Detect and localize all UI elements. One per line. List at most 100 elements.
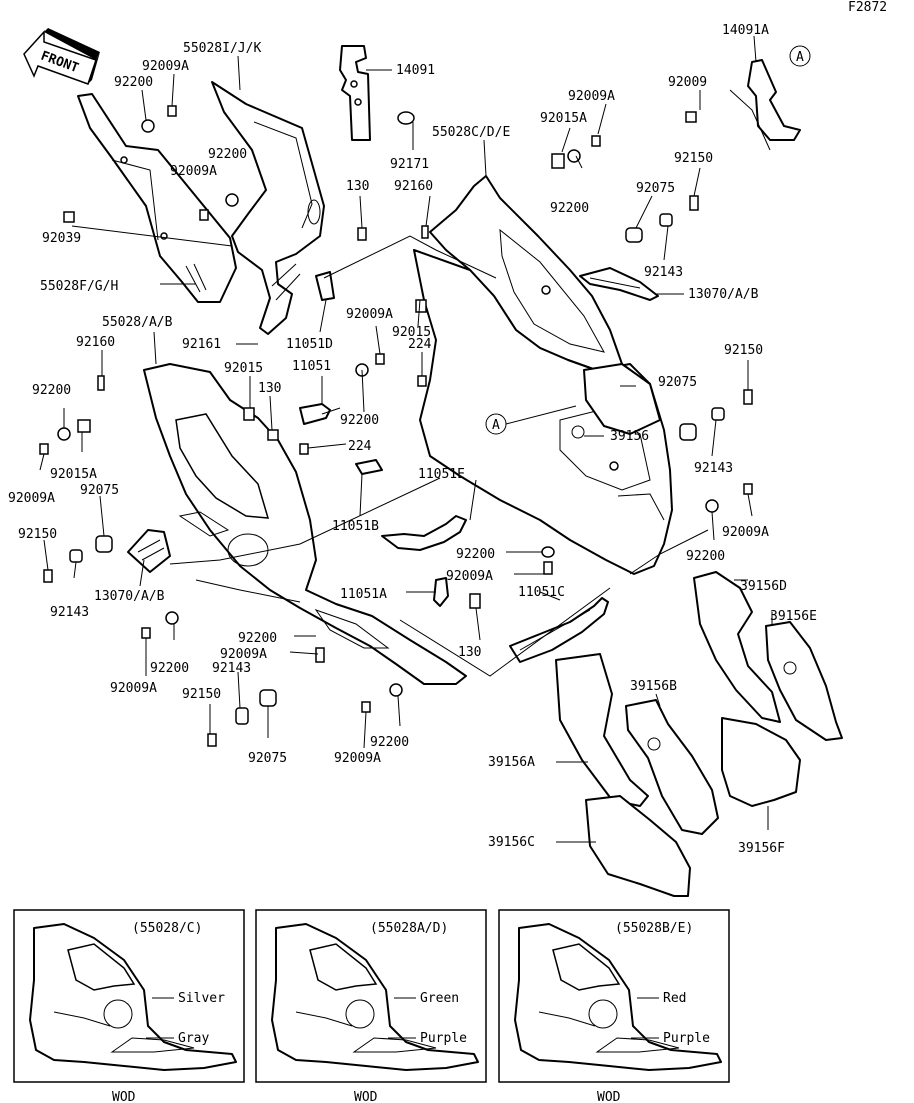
label-11051d: 11051D [286,337,333,352]
label-11051c: 11051C [518,585,565,600]
label-39156b: 39156B [630,679,677,694]
svg-text:A: A [796,50,804,65]
label-39156f: 39156F [738,841,785,856]
leader-lines [39,35,773,843]
label-92143-2: 92143 [694,461,733,476]
label-13070ab-1: 13070/A/B [688,287,759,302]
label-92171: 92171 [390,157,429,172]
label-92009a-2: 92009A [170,164,217,179]
label-92160-1: 92160 [394,179,433,194]
label-224-2: 224 [348,439,372,454]
label-92009a-10: 92009A [334,751,381,766]
label-92075-2: 92075 [658,375,697,390]
upper-cowl [211,81,325,335]
front-arrow-icon: FRONT [23,28,100,85]
label-130-1: 130 [346,179,369,194]
label-224-1: 224 [408,337,432,352]
label-92200-8: 92200 [238,631,277,646]
ref-marker-mid: A [485,405,577,435]
label-92075-1: 92075 [636,181,675,196]
label-92009a-7: 92009A [446,569,493,584]
label-92200-4: 92200 [32,383,71,398]
variant-upper-color: Silver [178,991,225,1006]
label-11051e: 11051E [418,467,465,482]
label-55028ijk: 55028I/J/K [183,41,261,56]
label-92015a-2: 92015A [50,467,97,482]
label-92009a-1: 92009A [142,59,189,74]
side-fairing-55028ab [143,363,467,685]
variant-lower-color: Purple [663,1031,710,1046]
label-92009a-6: 92009A [722,525,769,540]
variant-code: (55028B/E) [615,921,693,936]
figure-code: F2872 [848,0,887,15]
variant-upper-color: Green [420,991,459,1006]
label-39156e: 39156E [770,609,817,624]
label-92015a-1: 92015A [540,111,587,126]
label-55028cde: 55028C/D/E [432,125,510,140]
bracket-11051a [433,577,449,607]
variant-panel-2: (55028A/D) Green Purple WOD [255,909,487,1103]
label-39156: 39156 [610,429,649,444]
label-92009-1: 92009 [668,75,707,90]
upper-inner-panel [77,93,237,303]
variant-panel-3: (55028B/E) Red Purple WOD [498,909,730,1103]
label-92015-1: 92015 [392,325,431,340]
label-130-2: 130 [258,381,281,396]
variant-label: WOD [354,1090,378,1103]
label-92200-3: 92200 [550,201,589,216]
label-92143-3: 92143 [50,605,89,620]
label-11051a: 11051A [340,587,387,602]
side-panel-39156e [765,621,843,741]
fairing-outline-icon [514,923,722,1071]
label-92150-1: 92150 [674,151,713,166]
side-panel-39156d [693,571,781,723]
label-92200-9: 92200 [150,661,189,676]
variant-panel-1: (55028/C) Silver Gray WOD [13,909,245,1103]
bracket-11051c [509,597,609,663]
label-92200-7: 92200 [686,549,725,564]
label-11051: 11051 [292,359,331,374]
label-92200-10: 92200 [370,735,409,750]
svg-text:A: A [492,418,500,433]
variant-code: (55028A/D) [370,921,448,936]
label-92200-5: 92200 [340,413,379,428]
label-92015-2: 92015 [224,361,263,376]
variant-label: WOD [597,1090,621,1103]
label-39156c: 39156C [488,835,535,850]
label-14091: 14091 [396,63,435,78]
label-92161: 92161 [182,337,221,352]
label-92039: 92039 [42,231,81,246]
bracket-14091 [339,45,371,141]
side-panel-39156c [585,795,691,897]
bracket-11051d [315,271,335,301]
inner-panel-39156 [583,363,661,435]
air-duct-lower [127,529,171,573]
ref-marker-top: A [789,45,811,67]
bracket-14091a [729,59,801,151]
part-labels: 55028I/J/K 92009A 92200 14091 14091A 920… [8,23,817,856]
variant-lower-color: Gray [178,1031,209,1046]
label-39156d: 39156D [740,579,787,594]
label-92009a-8: 92009A [220,647,267,662]
label-92009a-4: 92009A [346,307,393,322]
label-55028ab: 55028/A/B [102,315,173,330]
label-14091a: 14091A [722,23,769,38]
fairing-outline-icon [29,923,237,1071]
label-13070ab-2: 13070/A/B [94,589,165,604]
bracket-11051e [355,459,383,475]
fairing-outline-icon [271,923,479,1071]
label-92009a-9: 92009A [110,681,157,696]
label-92150-2: 92150 [724,343,763,358]
label-92160-2: 92160 [76,335,115,350]
label-92200-6: 92200 [456,547,495,562]
label-92009a-5: 92009A [8,491,55,506]
label-92075-3: 92075 [80,483,119,498]
side-panel-39156b [625,699,719,835]
variant-upper-color: Red [663,991,686,1006]
label-92143-1: 92143 [644,265,683,280]
bracket-11051 [299,403,331,425]
label-55028fgh: 55028F/G/H [40,279,118,294]
label-92009a-3: 92009A [568,89,615,104]
label-92143-4: 92143 [212,661,251,676]
